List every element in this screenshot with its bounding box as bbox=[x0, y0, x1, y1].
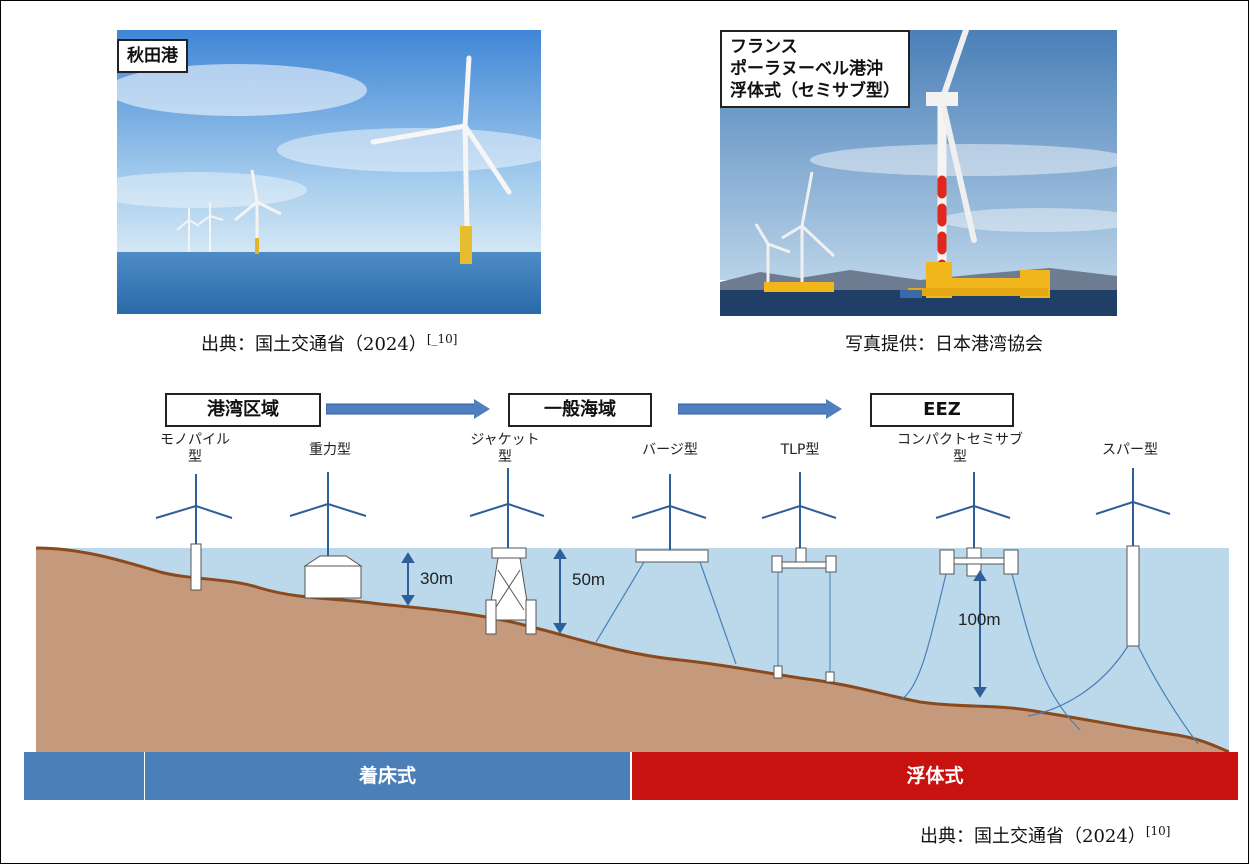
turbine-icon bbox=[289, 472, 367, 556]
seabed-line bbox=[35, 546, 1230, 754]
region-port-area: 港湾区域 bbox=[165, 393, 321, 427]
depth-arrow-icon bbox=[401, 552, 415, 606]
region-eez: EEZ bbox=[870, 393, 1014, 427]
photo-akita: 秋田港 bbox=[117, 30, 541, 314]
type-label-spar: スパー型 bbox=[1102, 442, 1158, 458]
caption-france: 写真提供：日本港湾協会 bbox=[845, 334, 1043, 355]
category-fixed: 着床式 bbox=[145, 752, 630, 800]
depth-arrow-icon bbox=[553, 548, 567, 634]
monopile-foundation bbox=[190, 543, 202, 591]
type-label-gravity: 重力型 bbox=[309, 442, 351, 458]
caption-akita-text: 出典：国土交通省（2024） bbox=[201, 334, 427, 355]
type-label-compact-semisub: コンパクトセミサブ 型 bbox=[897, 432, 1023, 465]
spar-foundation bbox=[1126, 545, 1140, 647]
type-label-jacket: ジャケット 型 bbox=[470, 432, 540, 465]
jacket-foundation bbox=[485, 547, 537, 635]
type-label-tlp: TLP型 bbox=[780, 442, 820, 458]
category-floating: 浮体式 bbox=[632, 752, 1238, 800]
caption-bottom: 出典：国土交通省（2024）[10] bbox=[920, 822, 1170, 848]
region-general-sea: 一般海域 bbox=[508, 393, 652, 427]
turbine-icon bbox=[155, 474, 233, 544]
type-label-monopile: モノパイル 型 bbox=[160, 432, 230, 465]
turbine-icon bbox=[1095, 468, 1171, 546]
caption-akita: 出典：国土交通省（2024）[_10] bbox=[201, 330, 457, 356]
semisub-foundation bbox=[939, 547, 1019, 577]
depth-arrow-icon bbox=[973, 570, 987, 698]
caption-bottom-ref: [10] bbox=[1145, 824, 1171, 838]
depth-label-30m: 30m bbox=[420, 569, 454, 588]
depth-label-50m: 50m bbox=[572, 570, 606, 589]
caption-akita-ref: [_10] bbox=[426, 332, 458, 346]
turbine-icon bbox=[631, 474, 707, 550]
caption-bottom-text: 出典：国土交通省（2024） bbox=[920, 826, 1146, 847]
photo-label-akita: 秋田港 bbox=[117, 39, 188, 73]
seabed bbox=[36, 548, 1229, 752]
arrow-right-icon bbox=[678, 399, 842, 419]
depth-label-100m: 100m bbox=[958, 610, 1001, 629]
turbine-icon bbox=[935, 472, 1011, 550]
arrow-right-icon bbox=[326, 399, 490, 419]
fixed-bar-lead bbox=[24, 752, 144, 800]
tlp-foundation bbox=[771, 547, 837, 683]
turbine-icon bbox=[469, 468, 545, 548]
barge-foundation bbox=[635, 549, 709, 563]
gravity-foundation bbox=[304, 565, 362, 599]
turbine-icon bbox=[761, 472, 837, 552]
photo-france: フランス ポーラヌーベル港沖 浮体式（セミサブ型） bbox=[720, 30, 1117, 316]
photo-label-france: フランス ポーラヌーベル港沖 浮体式（セミサブ型） bbox=[720, 30, 910, 108]
type-label-barge: バージ型 bbox=[642, 442, 698, 458]
